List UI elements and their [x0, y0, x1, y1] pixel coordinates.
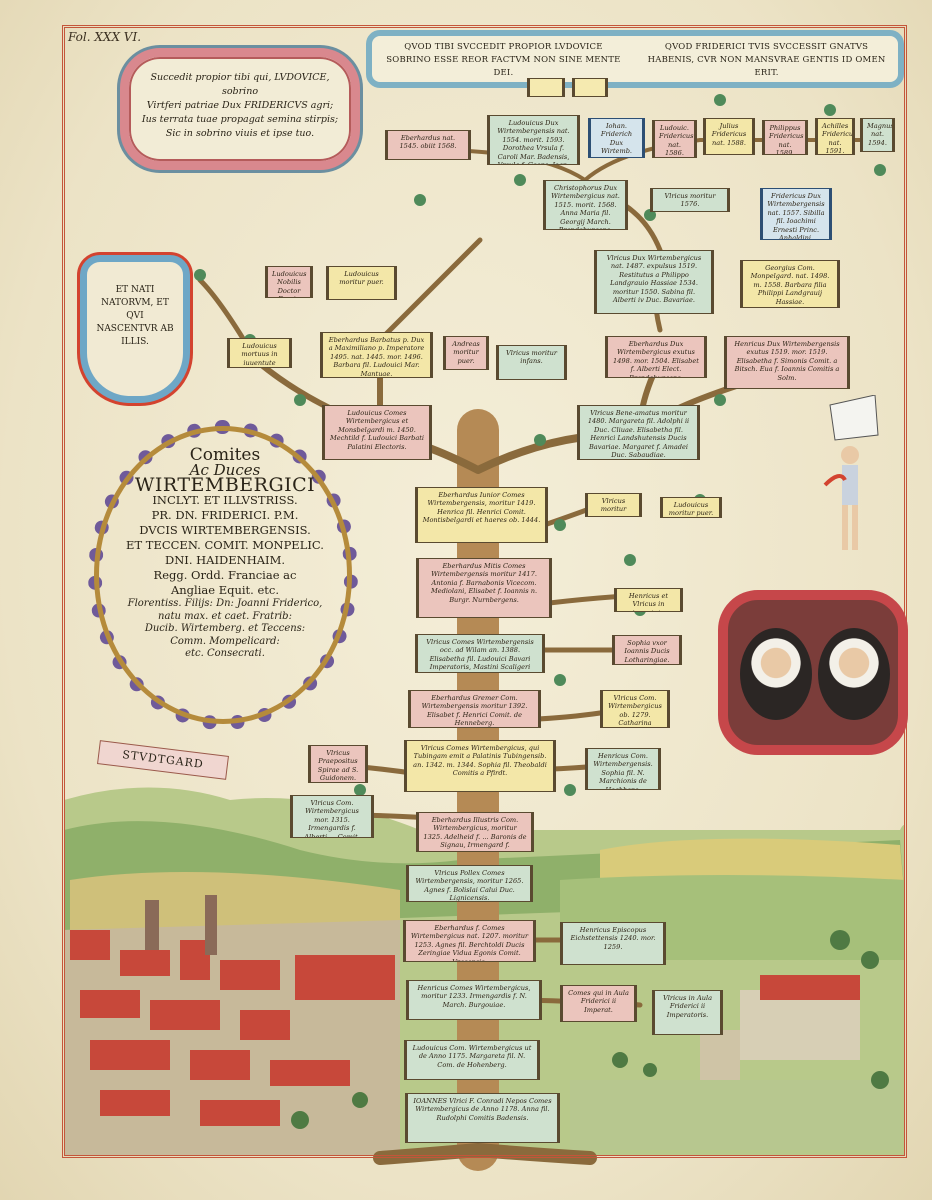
- genealogy-entry: Philippus Fridericus nat. 1589.: [762, 120, 808, 155]
- verse-line: Virtferi patriae Dux FRIDERICVS agri;: [146, 100, 334, 111]
- genealogy-entry: Ludouicus moritur puer.: [660, 497, 722, 518]
- genealogy-entry: Vlricus moritur 1576.: [650, 188, 730, 212]
- genealogy-entry: Christophorus Dux Wirtembergicus nat. 15…: [543, 180, 628, 230]
- genealogy-entry: Vlricus in Aula Friderici ii Imperatoris…: [652, 990, 723, 1035]
- genealogy-entry: Eberhardus Mitis Comes Wirtembergensis m…: [416, 558, 552, 618]
- genealogy-entry: Ludouicus Com. Wirtembergicus ut de Anno…: [404, 1040, 540, 1080]
- title-line: Comm. Mompelicard:: [170, 635, 280, 647]
- genealogy-entry: Eberhardus nat. 1545. obiit 1568.: [385, 130, 471, 160]
- genealogy-entry: Julius Fridericus nat. 1588.: [703, 118, 755, 155]
- blank-genealogy-entry: [527, 78, 565, 97]
- castle: [700, 975, 860, 1080]
- genealogy-entry: Iohan. Friderich Dux Wirtemb. nat. 1582.: [588, 118, 645, 158]
- genealogy-entry: Eberhardus Gremer Com. Wirtembergensis m…: [408, 690, 541, 728]
- title-line: Ducib. Wirtemberg. et Teccens:: [144, 623, 306, 634]
- genealogy-entry: Henricus et Vlricus in iuuentute mortui.: [614, 588, 683, 612]
- page-border: [62, 25, 907, 1158]
- title-line: DVCIS WIRTEMBERGENSIS.: [139, 523, 311, 537]
- folio-number: Fol. XXX VI.: [68, 30, 142, 44]
- genealogy-entry: Georgius Com. Monpelgard. nat. 1498. m. …: [740, 260, 840, 308]
- title-line: Ac Duces: [189, 461, 261, 479]
- title-line: etc. Consecrati.: [185, 648, 265, 659]
- genealogy-entry: Andreas moritur puer.: [443, 336, 489, 370]
- genealogy-entry: Ludouicus Dux Wirtembergensis nat. 1554.…: [487, 115, 580, 165]
- motto-right: QVOD FRIDERICI TVIS SVCCESSIT GNATVS HAB…: [647, 42, 886, 78]
- genealogy-entry: Henricus Dux Wirtembergensis exutus 1519…: [724, 336, 850, 389]
- ducal-portraits: [718, 590, 908, 755]
- genealogy-entry: Comes qui in Aula Friderici ii Imperat.: [560, 985, 637, 1022]
- genealogy-entry: Ludouicus mortuus in iuuentute 1457.: [227, 338, 292, 368]
- genealogy-entry: Vlricus Praepositus Spirae ad S. Guidone…: [308, 745, 368, 783]
- motto-left: QVOD TIBI SVCCEDIT PROPIOR LVDOVICE SOBR…: [386, 42, 621, 78]
- genealogy-entry: Vlricus moritur infans.: [496, 345, 567, 380]
- verse-line: Succedit propior tibi qui, LVDOVICE, sob…: [150, 72, 330, 97]
- genealogy-entry: IOANNES Vlrici F. Conradi Nepos Comes Wi…: [405, 1093, 560, 1143]
- title-block: Comites Ac Duces WIRTEMBERGICI INCLYT. E…: [110, 445, 340, 661]
- genealogy-entry: Eberhardus Iunior Comes Wirtembergensis,…: [415, 487, 548, 543]
- title-line: PR. DN. FRIDERICI. P.M.: [151, 508, 299, 522]
- title-line: Regg. Ordd. Franciae ac: [153, 568, 297, 582]
- motto-banner: QVOD TIBI SVCCEDIT PROPIOR LVDOVICE SOBR…: [366, 30, 904, 88]
- genealogy-entry: Sophia vxor Ioannis Ducis Lotharingiae.: [612, 635, 682, 665]
- genealogy-entry: Vlricus Com. Wirtembergicus mor. 1315. I…: [290, 795, 374, 838]
- genealogy-entry: Vlricus moritur puer.: [585, 493, 642, 517]
- blank-genealogy-entry: [572, 78, 608, 97]
- genealogy-entry: Ludouicus moritur puer.: [326, 266, 397, 300]
- genealogy-entry: Vlricus Pollex Comes Wirtembergensis, mo…: [406, 865, 533, 902]
- genealogy-entry: Vlricus Dux Wirtembergicus nat. 1487. ex…: [594, 250, 714, 314]
- genealogy-entry: Henricus Com. Wirtembergensis. Sophia fi…: [585, 748, 661, 790]
- genealogy-entry: Vlricus Comes Wirtembergensis occ. ad Wi…: [415, 634, 545, 673]
- genealogy-entry: Vlricus Comes Wirtembergicus, qui Tubing…: [404, 740, 556, 792]
- title-line: Comites: [189, 445, 261, 465]
- portrait-right: [818, 628, 890, 720]
- verse-line: Ius terrata tuae propagat semina stirpis…: [141, 114, 339, 125]
- genealogy-entry: Ludouic. Fridericus nat. 1586.: [652, 120, 697, 158]
- verse-cartouche: Succedit propior tibi qui, LVDOVICE, sob…: [120, 48, 360, 170]
- genealogy-entry: Vlricus Bene-amatus moritur 1480. Margar…: [577, 405, 700, 460]
- genealogy-entry: Fridericus Dux Wirtembergensis nat. 1557…: [760, 188, 832, 240]
- title-line: Angliae Equit. etc.: [170, 583, 280, 597]
- genealogy-entry: Achilles Fridericus nat. 1591.: [815, 118, 855, 155]
- verse-line: Sic in sobrino viuis et ipse tuo.: [165, 128, 315, 139]
- motto-shield: ET NATI NATORVM, ET QVI NASCENTVR AB ILL…: [80, 255, 190, 403]
- genealogy-entry: Magnus nat. 1594.: [860, 118, 895, 152]
- title-line: WIRTEMBERGICI: [134, 474, 316, 496]
- genealogy-entry: Eberhardus Illustris Com. Wirtembergicus…: [416, 812, 534, 852]
- genealogy-entry: Eberhardus Dux Wirtembergicus exutus 149…: [605, 336, 707, 378]
- title-line: natu max. et caet. Fratrib:: [158, 610, 292, 622]
- genealogy-entry: Ludouicus Nobilis Doctor Dux in Geysten …: [265, 266, 313, 298]
- genealogy-entry: Eberhardus Barbatus p. Dux a Maximiliano…: [320, 332, 433, 378]
- city-stuttgart: [70, 895, 395, 1126]
- genealogy-entry: Eberhardus f. Comes Wirtembergicus nat. …: [403, 920, 536, 962]
- title-line: DNI. HAIDENHAIM.: [165, 553, 285, 567]
- title-line: INCLYT. ET ILLVSTRISS.: [152, 493, 298, 507]
- genealogy-entry: Henricus Episcopus Eichstettensis 1240. …: [560, 922, 666, 965]
- angel-with-flag-icon: [823, 395, 879, 550]
- genealogy-entry: Henricus Comes Wirtembergicus, moritur 1…: [406, 980, 542, 1020]
- genealogy-entry: Ludouicus Comes Wirtembergicus et Monsbe…: [322, 405, 432, 460]
- portrait-left: [740, 628, 812, 720]
- genealogy-entry: Vlricus Com. Wirtembergicus ob. 1279. Ca…: [600, 690, 670, 728]
- title-line: Florentiss. Filijs: Dn: Joanni Friderico…: [127, 598, 323, 609]
- title-line: ET TECCEN. COMIT. MONPELIC.: [126, 538, 324, 552]
